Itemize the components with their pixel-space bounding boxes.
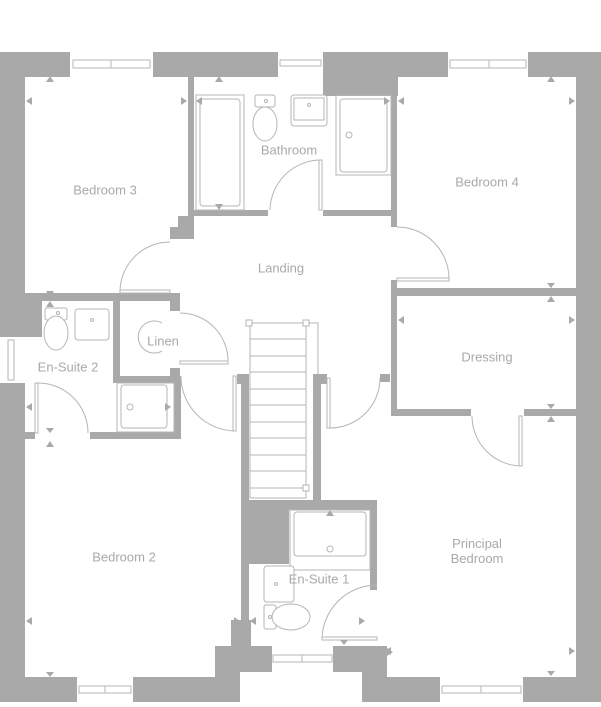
- room-label-principal-line2: Bedroom: [450, 551, 504, 566]
- room-label-en-suite-1: En-Suite 1: [288, 571, 350, 587]
- room-label-bedroom-3: Bedroom 3: [73, 182, 137, 198]
- room-label-dressing: Dressing: [461, 349, 513, 365]
- room-label-linen: Linen: [147, 333, 179, 349]
- room-label-bedroom-4: Bedroom 4: [455, 174, 519, 190]
- room-label-bedroom-2: Bedroom 2: [92, 549, 156, 565]
- windows: [0, 52, 528, 702]
- room-label-principal-line1: Principal: [452, 536, 502, 551]
- room-label-landing: Landing: [257, 260, 305, 276]
- room-label-bathroom: Bathroom: [260, 142, 318, 158]
- dimension-markers: [26, 76, 575, 677]
- fixtures: [43, 94, 392, 631]
- room-label-principal-bedroom: Principal Bedroom: [451, 536, 504, 566]
- staircase: [245, 319, 319, 499]
- doors: [34, 159, 523, 641]
- room-label-en-suite-2: En-Suite 2: [37, 359, 99, 375]
- walls: [0, 52, 601, 702]
